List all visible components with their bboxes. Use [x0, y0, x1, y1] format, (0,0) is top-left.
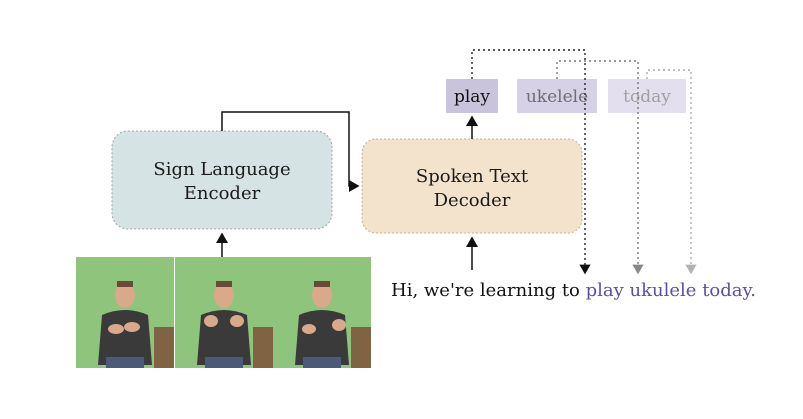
feedback-today-line: [646, 69, 697, 275]
encoder-box: [111, 130, 333, 230]
token-play-box: [446, 79, 498, 113]
token-play-label: play: [454, 87, 490, 107]
token-today-label: today: [623, 87, 671, 107]
decoder-label-line2: Decoder: [434, 190, 511, 211]
video-frame-3: [273, 257, 371, 368]
feedback-play-line: [471, 49, 591, 275]
sentence-word-today: today: [702, 280, 753, 301]
target-sentence: Hi, we're learning to play ukulele today…: [391, 280, 756, 301]
sentence-suffix: .: [750, 280, 756, 301]
feedback-ukelele-line: [556, 60, 644, 275]
sentence-prefix: Hi, we're learning to: [391, 280, 586, 301]
token-ukelele-label: ukelele: [526, 87, 588, 107]
encoder-label-line1: Sign Language: [153, 159, 290, 180]
token-today-box: [608, 79, 686, 113]
video-frame-2: [175, 257, 273, 368]
encoder-to-decoder-arrow: [221, 111, 360, 192]
sentence-word-play: play: [586, 280, 625, 301]
video-frame-1: [76, 257, 174, 368]
decoder-label-line1: Spoken Text: [416, 166, 529, 187]
token-ukelele-box: [517, 79, 597, 113]
sign-video-frames: [76, 257, 371, 368]
sentence-word-ukulele: ukulele: [630, 280, 697, 301]
encoder-label-line2: Encoder: [184, 183, 261, 204]
